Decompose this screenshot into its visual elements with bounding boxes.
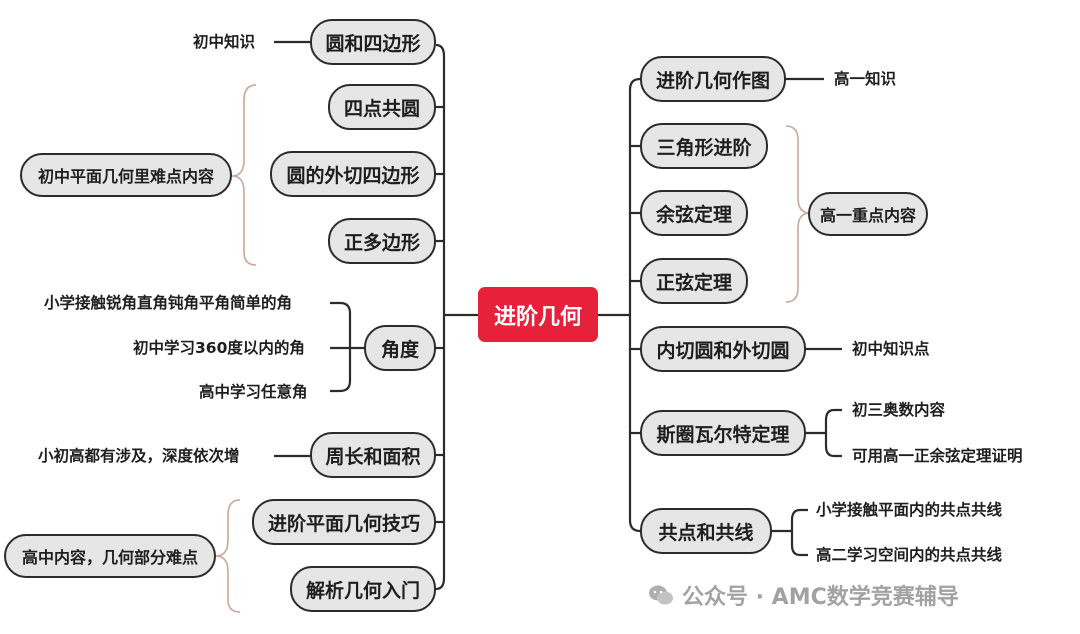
- note-angle-high: 高中学习任意角: [199, 383, 308, 401]
- topic-concurrency-collinearity: 共点和共线: [640, 508, 772, 554]
- note-concurrency-primary: 小学接触平面内的共点共线: [816, 501, 1003, 519]
- topic-advanced-plane-geometry: 进阶平面几何技巧: [252, 499, 436, 545]
- topic-tangential-quadrilateral: 圆的外切四边形: [270, 151, 436, 197]
- topic-circle-quadrilateral: 圆和四边形: [310, 19, 436, 65]
- summary-left-lower: 高中内容，几何部分难点: [4, 534, 216, 578]
- summary-right-upper: 高一重点内容: [808, 192, 928, 236]
- topic-advanced-construction: 进阶几何作图: [640, 56, 786, 102]
- topic-concyclic-points: 四点共圆: [328, 84, 436, 130]
- summary-left-upper: 初中平面几何里难点内容: [20, 153, 232, 197]
- topic-stewart-theorem: 斯圈瓦尔特定理: [640, 410, 806, 456]
- topic-perimeter-area: 周长和面积: [310, 432, 436, 478]
- note-stewart-proof: 可用高一正余弦定理证明: [852, 447, 1023, 465]
- note-middle-school-knowledge: 初中知识: [193, 33, 256, 51]
- wechat-icon: [649, 585, 673, 605]
- note-concurrency-grade11: 高二学习空间内的共点共线: [816, 546, 1003, 564]
- center-topic: 进阶几何: [478, 287, 598, 342]
- topic-law-of-sines: 正弦定理: [640, 258, 748, 304]
- note-angle-primary: 小学接触锐角直角钝角平角简单的角: [44, 294, 293, 312]
- note-perimeter-area: 小初高都有涉及，深度依次增: [38, 447, 240, 465]
- note-angle-middle: 初中学习360度以内的角: [133, 339, 305, 357]
- topic-triangle-advanced: 三角形进阶: [640, 123, 768, 169]
- topic-angle: 角度: [364, 325, 436, 371]
- note-grade10-knowledge: 高一知识: [834, 70, 897, 88]
- topic-law-of-cosines: 余弦定理: [640, 190, 748, 236]
- note-stewart-olympiad: 初三奥数内容: [852, 401, 946, 419]
- note-middle-school-point: 初中知识点: [852, 340, 930, 358]
- topic-analytic-geometry: 解析几何入门: [290, 566, 436, 612]
- topic-regular-polygon: 正多边形: [328, 218, 436, 264]
- watermark-text: 公众号 · AMC数学竞赛辅导: [682, 585, 959, 610]
- watermark: 公众号 · AMC数学竞赛辅导: [648, 579, 959, 611]
- topic-incircle-circumcircle: 内切圆和外切圆: [640, 326, 806, 372]
